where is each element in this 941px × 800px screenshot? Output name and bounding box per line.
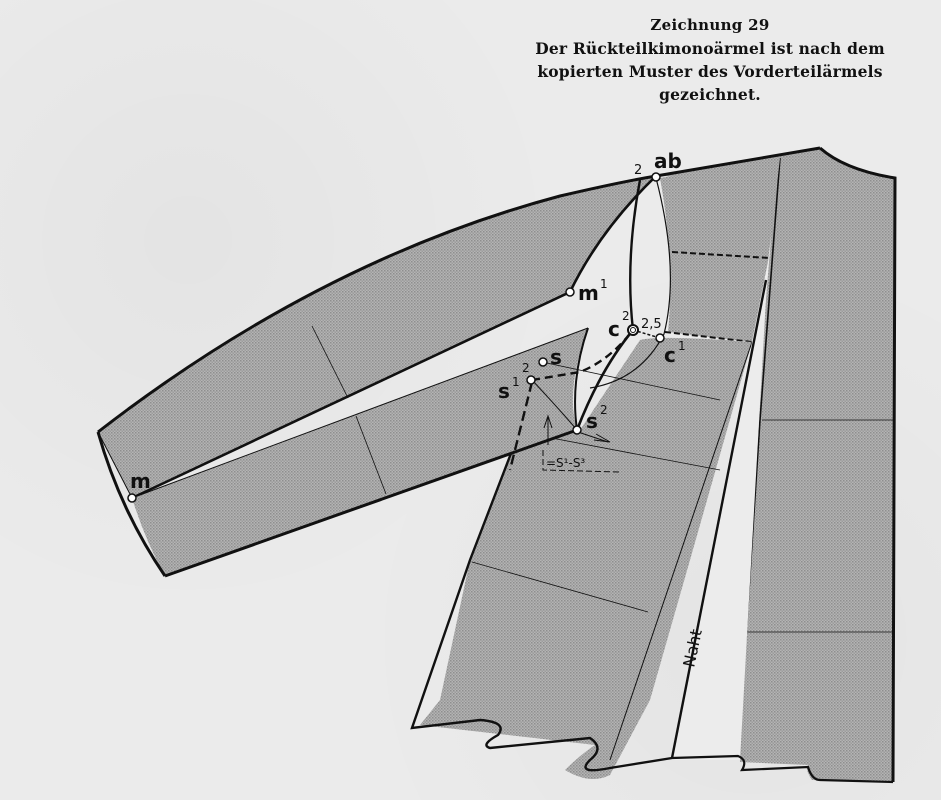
back-sleeve-top-edge bbox=[97, 146, 821, 434]
point-c2-marker bbox=[627, 324, 639, 336]
s1-s2-curve bbox=[531, 379, 578, 431]
arrow-up-head bbox=[543, 414, 553, 429]
front-sleeve-elbow-line bbox=[355, 415, 387, 495]
dashed-s1-down bbox=[508, 381, 534, 471]
label-m: m bbox=[130, 469, 151, 493]
figure-caption: Zeichnung 29 Der Rückteilkimonoärmel ist… bbox=[500, 14, 920, 106]
label-ab: ab bbox=[654, 149, 682, 173]
label-s2-sup: 2 bbox=[600, 403, 608, 417]
s-thin-line bbox=[541, 361, 721, 401]
arrow-right-head bbox=[593, 433, 611, 443]
label-s1: s bbox=[498, 379, 510, 403]
caption-line-3: gezeichnet. bbox=[659, 85, 761, 104]
label-s-measure: 2 bbox=[522, 361, 530, 375]
back-sleeve bbox=[98, 176, 656, 498]
label-c2-measure: 2,5 bbox=[641, 317, 662, 332]
label-ab-measure: 2 bbox=[634, 163, 642, 178]
point-c2-inner bbox=[630, 327, 636, 333]
front-sleeve-bottom-edge bbox=[164, 428, 578, 578]
formula-bracket bbox=[542, 450, 621, 473]
point-s2-marker bbox=[572, 425, 582, 435]
cuff-line bbox=[97, 431, 133, 499]
front-right-edge bbox=[609, 341, 753, 761]
label-m1-sup: 1 bbox=[600, 277, 608, 291]
point-c1-marker bbox=[655, 333, 665, 343]
point-m1-marker bbox=[565, 287, 575, 297]
back-sleeve-under-edge bbox=[131, 175, 657, 500]
arrow-right-line bbox=[577, 431, 609, 443]
armhole-curve-front bbox=[574, 327, 589, 431]
front-left-edge bbox=[410, 429, 673, 772]
yoke-dashed-1 bbox=[671, 251, 771, 259]
point-ab-marker bbox=[651, 172, 661, 182]
caption-line-1: Der Rückteilkimonoärmel ist nach dem bbox=[535, 39, 885, 58]
caption-title: Zeichnung 29 bbox=[650, 16, 770, 34]
label-c1-sup: 1 bbox=[678, 339, 686, 353]
front-body-panel bbox=[420, 337, 752, 779]
yoke-panel bbox=[660, 158, 780, 342]
label-c2-sup: 2 bbox=[622, 309, 630, 323]
armhole-curve-inner bbox=[629, 179, 642, 331]
dashed-s1-c2 bbox=[531, 329, 634, 382]
point-s-marker bbox=[538, 357, 548, 367]
caption-line-2: kopierten Muster des Vorderteilärmels bbox=[537, 62, 883, 81]
back-body-panel bbox=[660, 148, 895, 782]
label-c2: c bbox=[608, 317, 620, 341]
yoke-dashed-2 bbox=[664, 331, 753, 343]
label-s1-sup: 1 bbox=[512, 375, 520, 389]
seam-line bbox=[670, 279, 768, 759]
point-s1-marker bbox=[526, 375, 536, 385]
label-s2: s bbox=[586, 409, 598, 433]
front-sleeve-cuff bbox=[96, 431, 167, 577]
front-sleeve bbox=[132, 328, 588, 576]
back-outline-right bbox=[819, 146, 897, 783]
label-s: s bbox=[550, 345, 562, 369]
label-m1: m bbox=[578, 281, 599, 305]
front-sleeve-top-edge bbox=[131, 327, 589, 499]
label-c1: c bbox=[664, 343, 676, 367]
back-sleeve-elbow-line bbox=[311, 325, 349, 399]
bottom-hem bbox=[671, 754, 894, 784]
front-hline bbox=[471, 561, 649, 613]
label-formula: =S¹-S³ bbox=[546, 456, 585, 470]
armhole-curve-outer bbox=[589, 177, 671, 389]
point-m-marker bbox=[127, 493, 137, 503]
